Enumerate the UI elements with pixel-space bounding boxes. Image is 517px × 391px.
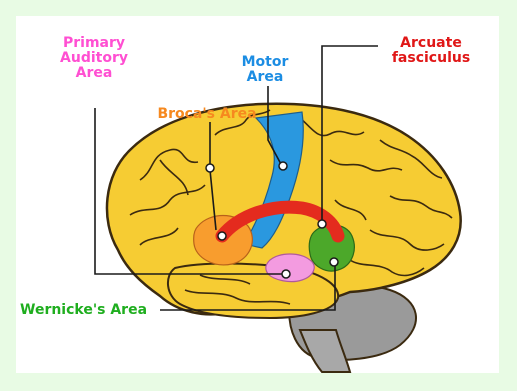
label-primary-auditory-area: Primary Auditory Area: [52, 36, 136, 81]
label-arcuate-fasciculus: Arcuate fasciculus: [370, 36, 492, 66]
primary-auditory-area: [266, 254, 314, 282]
label-wernicke-area: Wernicke's Area: [20, 303, 156, 318]
label-broca-area: Broca's Area: [150, 107, 264, 122]
label-motor-area: Motor Area: [232, 55, 298, 85]
